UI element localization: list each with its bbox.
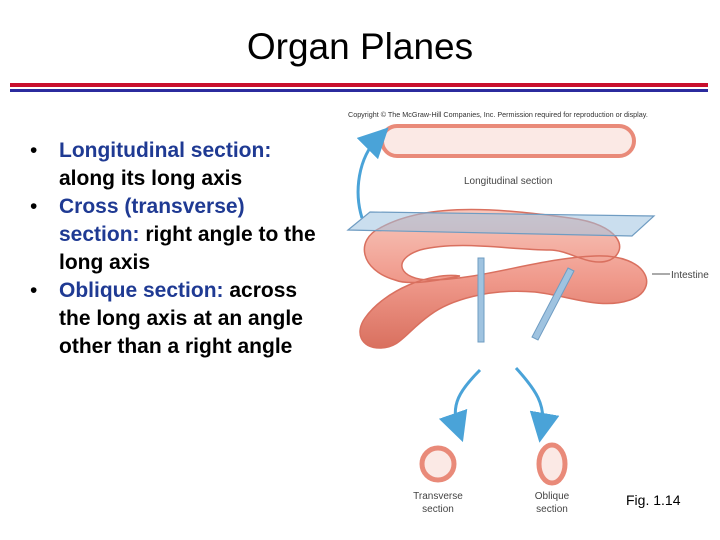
- slide-title: Organ Planes: [246, 26, 474, 67]
- bullet-list: • Longitudinal section: along its long a…: [30, 137, 330, 361]
- bullet-description: along its long axis: [59, 167, 243, 190]
- figure-caption: Fig. 1.14: [626, 492, 681, 508]
- label-intestine: Intestine: [671, 270, 709, 281]
- bullet-term: Cross (transverse) section:: [59, 195, 245, 246]
- bullet-oblique: • Oblique section: across the long axis …: [30, 277, 330, 361]
- arrow-to-longitudinal-icon: [356, 127, 389, 219]
- arrow-to-oblique-icon: [514, 366, 560, 443]
- oblique-section-ring: [536, 442, 568, 486]
- label-oblique-line1: Oblique: [535, 491, 570, 502]
- bullet-dot-icon: •: [30, 195, 38, 218]
- arrow-to-transverse-icon: [438, 368, 482, 443]
- title-rule-blue: [10, 89, 708, 92]
- intestine-shape: [359, 208, 648, 349]
- label-transverse-line1: Transverse: [413, 491, 463, 502]
- transverse-plane-shape: [477, 257, 485, 343]
- bullet-description: across the long axis at an angle other t…: [59, 279, 303, 358]
- longitudinal-plane-shape: [346, 211, 656, 237]
- bullet-dot-icon: •: [30, 279, 38, 302]
- bullet-longitudinal: • Longitudinal section: along its long a…: [30, 137, 330, 193]
- organ-planes-figure: Copyright © The McGraw-Hill Companies, I…: [346, 110, 709, 515]
- label-longitudinal: Longitudinal section: [464, 176, 552, 187]
- title-rule-red: [10, 83, 708, 87]
- transverse-section-ring: [419, 445, 457, 483]
- label-transverse-line2: section: [422, 504, 454, 515]
- bullet-term: Longitudinal section:: [59, 139, 272, 162]
- longitudinal-section-shape: [380, 124, 636, 158]
- oblique-plane-shape: [531, 267, 575, 341]
- bullet-term: Oblique section:: [59, 279, 224, 302]
- bullet-dot-icon: •: [30, 139, 38, 162]
- label-oblique-line2: section: [536, 504, 568, 515]
- copyright-text: Copyright © The McGraw-Hill Companies, I…: [348, 110, 648, 119]
- bullet-cross: • Cross (transverse) section: right angl…: [30, 193, 330, 277]
- bullet-description: right angle to the long axis: [59, 223, 316, 274]
